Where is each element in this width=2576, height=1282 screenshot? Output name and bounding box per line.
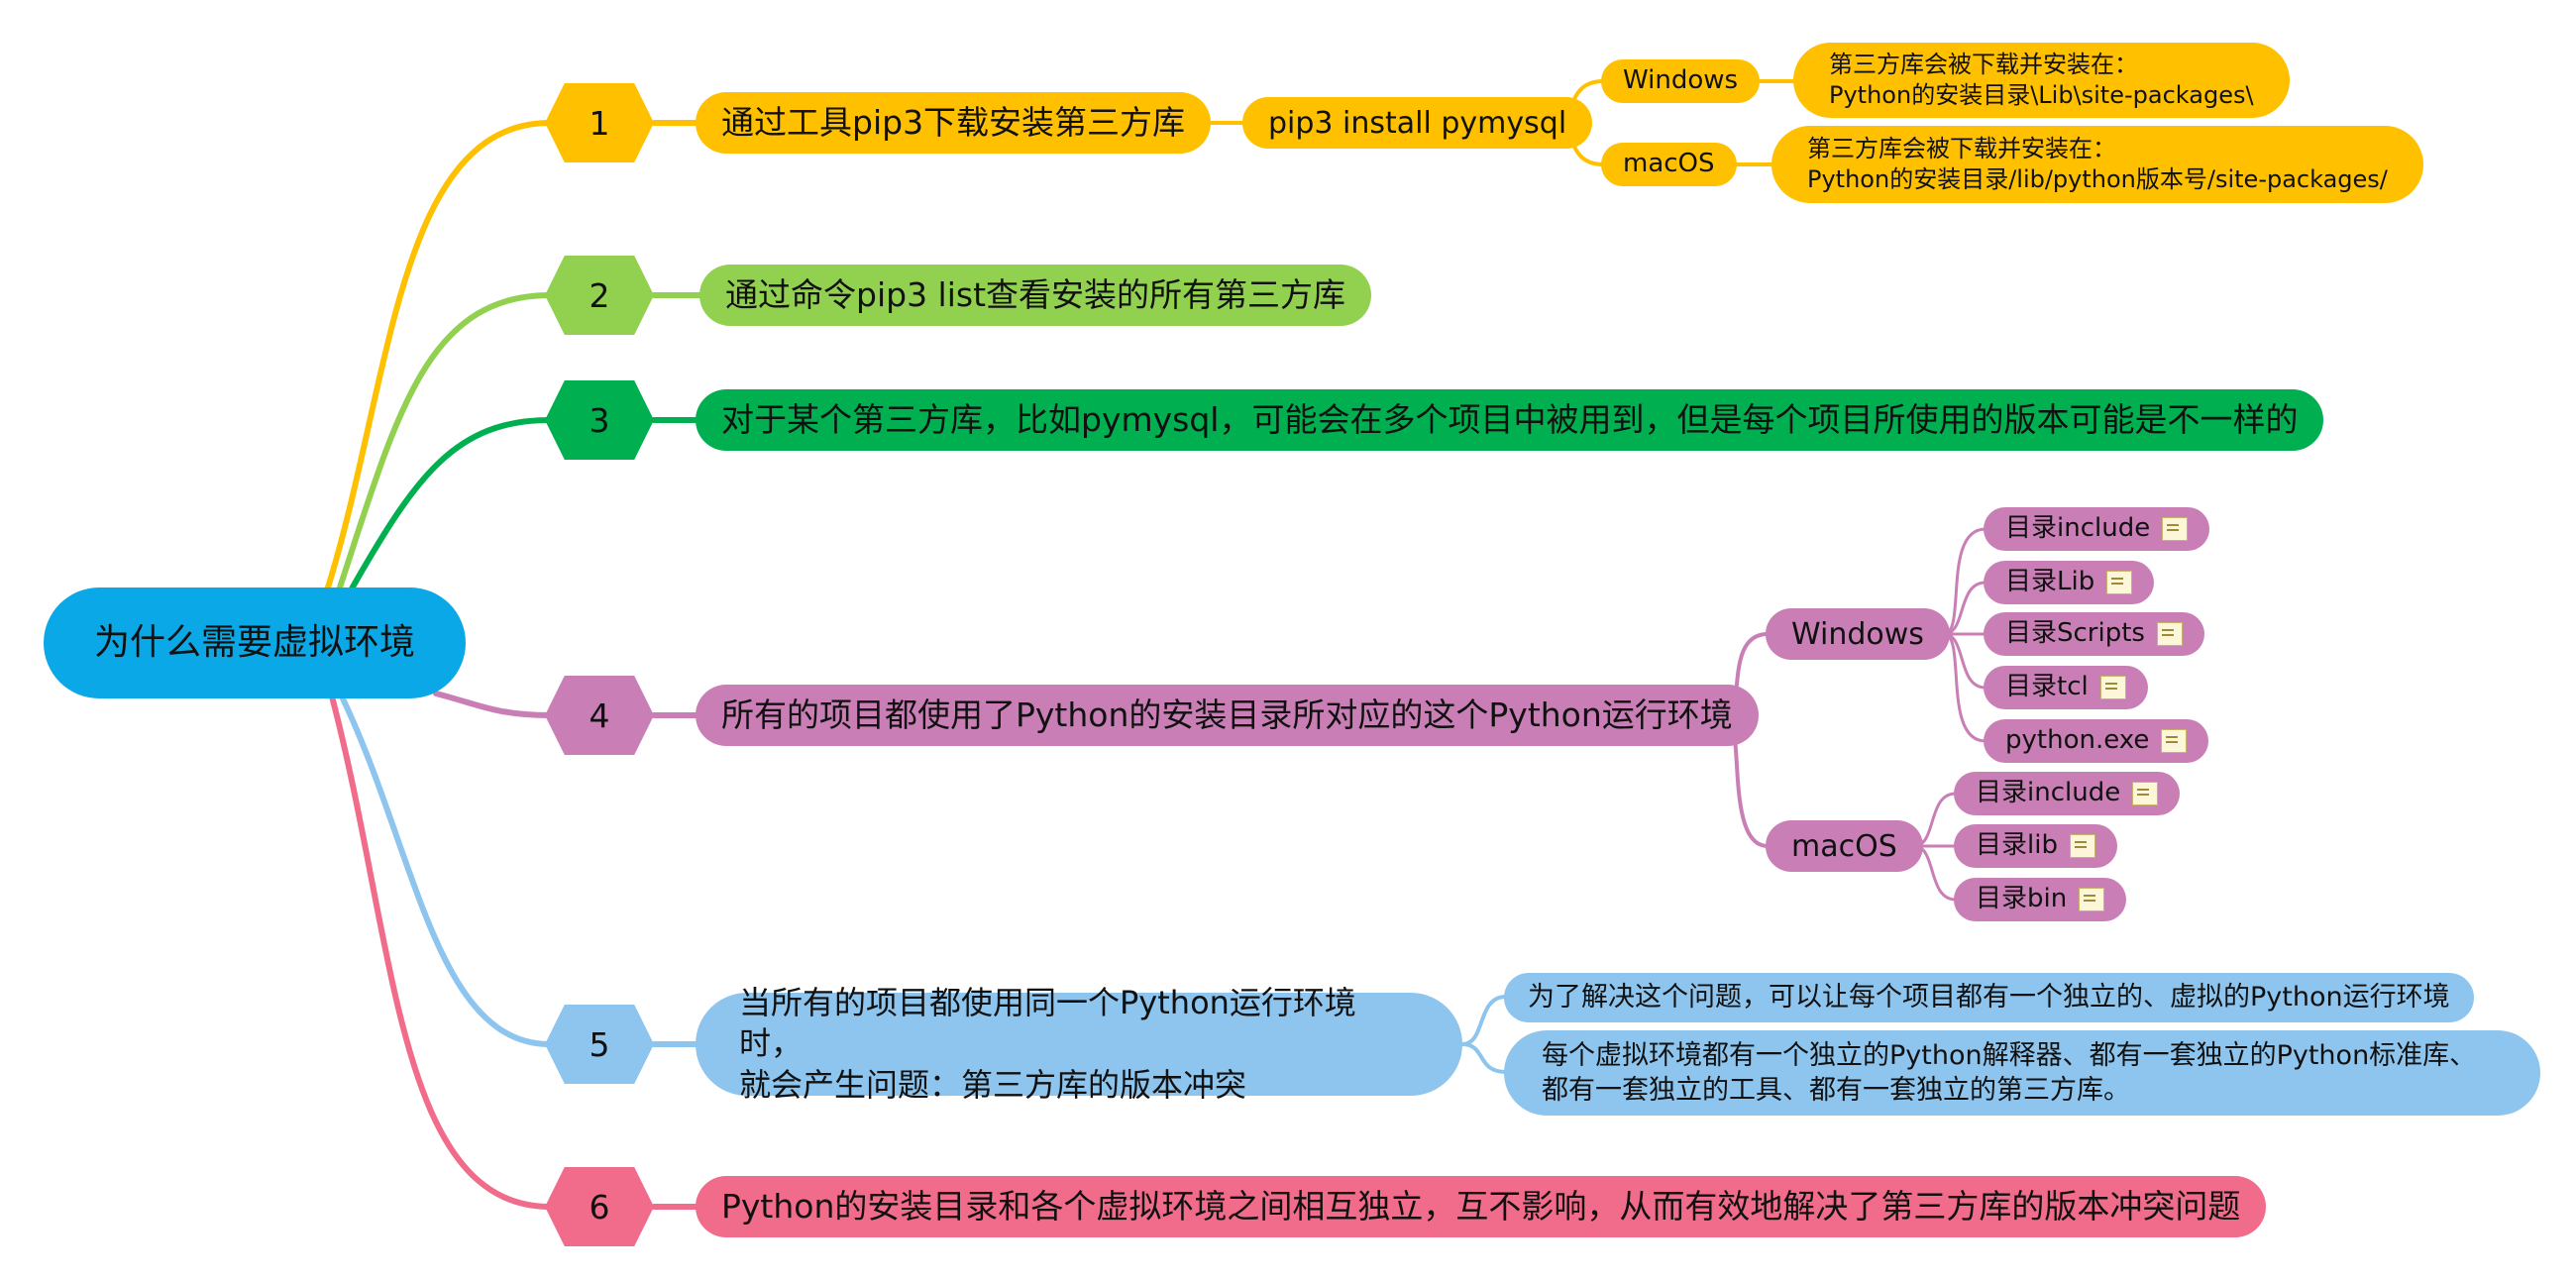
branch-4-os-windows[interactable]: Windows [1766,608,1950,660]
branch-3-number[interactable]: 3 [545,380,654,460]
branch-6-topic[interactable]: Python的安装目录和各个虚拟环境之间相互独立，互不影响，从而有效地解决了第三… [696,1176,2267,1237]
branch-6-number-text: 6 [589,1187,610,1227]
windows-item-tcl[interactable]: 目录tcl [1984,666,2148,709]
windows-item-scripts-label: 目录Scripts [2005,618,2145,649]
branch-2-number-text: 2 [589,275,610,315]
note-icon[interactable] [2106,571,2133,594]
branch-1-command-label: pip3 install pymysql [1268,105,1567,141]
windows-item-lib[interactable]: 目录Lib [1984,561,2155,604]
branch-5-topic-line1: 当所有的项目都使用同一个Python运行环境时， [739,983,1356,1063]
windows-item-python-exe[interactable]: python.exe [1984,719,2209,763]
macos-item-lib-label: 目录lib [1976,830,2058,861]
branch-1-windows-detail[interactable]: 第三方库会被下载并安装在： Python的安装目录\Lib\site-packa… [1793,43,2290,118]
branch-1-topic-label: 通过工具pip3下载安装第三方库 [721,102,1186,142]
branch-5-child-2-line1: 每个虚拟环境都有一个独立的Python解释器、都有一套独立的Python标准库、 [1542,1039,2477,1071]
note-icon[interactable] [2069,834,2095,858]
note-icon[interactable] [2161,729,2188,753]
windows-item-include-label: 目录include [2005,513,2151,544]
link-root-1 [324,120,553,593]
branch-6-topic-label: Python的安装目录和各个虚拟环境之间相互独立，互不影响，从而有效地解决了第三… [721,1186,2241,1226]
branch-1-macos-detail-line2: Python的安装目录/lib/python版本号/site-packages/ [1807,165,2388,193]
branch-5-topic[interactable]: 当所有的项目都使用同一个Python运行环境时， 就会产生问题：第三方库的版本冲… [696,984,1462,1104]
branch-6-number[interactable]: 6 [545,1167,654,1246]
branch-1-number[interactable]: 1 [545,83,654,162]
windows-item-python-exe-label: python.exe [2005,725,2150,756]
note-icon[interactable] [2132,782,2159,805]
windows-item-tcl-label: 目录tcl [2005,672,2089,702]
link-root-2 [336,292,553,593]
link-root-6 [329,694,553,1210]
branch-3-topic-label: 对于某个第三方库，比如pymysql，可能会在多个项目中被用到，但是每个项目所使… [721,399,2299,439]
branch-5-child-1-label: 为了解决这个问题，可以让每个项目都有一个独立的、虚拟的Python运行环境 [1528,982,2450,1014]
windows-item-scripts[interactable]: 目录Scripts [1984,612,2204,656]
windows-item-include[interactable]: 目录include [1984,507,2210,551]
note-icon[interactable] [2079,888,2105,911]
link-root-4 [433,691,553,718]
root-topic-label: 为什么需要虚拟环境 [93,621,415,663]
branch-5-child-2[interactable]: 每个虚拟环境都有一个独立的Python解释器、都有一套独立的Python标准库、… [1504,1030,2540,1116]
branch-1-command[interactable]: pip3 install pymysql [1242,97,1593,149]
branch-1-os-windows-label: Windows [1623,65,1739,96]
note-icon[interactable] [2156,622,2183,646]
macos-item-include[interactable]: 目录include [1954,772,2181,815]
windows-item-lib-label: 目录Lib [2005,567,2095,597]
branch-1-os-windows[interactable]: Windows [1601,59,1761,103]
link-root-5 [339,694,553,1047]
note-icon[interactable] [2099,676,2126,699]
link-root-3 [348,417,553,593]
macos-item-include-label: 目录include [1976,778,2121,808]
branch-5-topic-line2: 就会产生问题：第三方库的版本冲突 [739,1065,1247,1104]
note-icon[interactable] [2162,517,2189,541]
branch-1-number-text: 1 [589,103,610,143]
branch-4-topic-label: 所有的项目都使用了Python的安装目录所对应的这个Python运行环境 [721,694,1733,734]
branch-3-topic[interactable]: 对于某个第三方库，比如pymysql，可能会在多个项目中被用到，但是每个项目所使… [696,389,2324,451]
branch-5-number[interactable]: 5 [545,1005,654,1084]
branch-5-number-text: 5 [589,1024,610,1064]
branch-5-child-1[interactable]: 为了解决这个问题，可以让每个项目都有一个独立的、虚拟的Python运行环境 [1504,973,2474,1022]
branch-4-os-macos[interactable]: macOS [1766,820,1923,872]
branch-1-macos-detail-line1: 第三方库会被下载并安装在： [1807,134,2116,162]
macos-item-bin[interactable]: 目录bin [1954,878,2127,921]
branch-4-os-macos-label: macOS [1791,828,1897,864]
branch-2-topic-label: 通过命令pip3 list查看安装的所有第三方库 [725,274,1346,314]
branch-5-child-2-line2: 都有一套独立的工具、都有一套独立的第三方库。 [1542,1075,2130,1106]
branch-2-topic[interactable]: 通过命令pip3 list查看安装的所有第三方库 [699,265,1372,326]
branch-1-macos-detail[interactable]: 第三方库会被下载并安装在： Python的安装目录/lib/python版本号/… [1771,126,2423,203]
branch-1-windows-detail-line1: 第三方库会被下载并安装在： [1829,50,2138,78]
branch-4-number-text: 4 [589,695,610,735]
root-topic[interactable]: 为什么需要虚拟环境 [44,588,466,698]
macos-item-lib[interactable]: 目录lib [1954,824,2117,868]
branch-4-topic[interactable]: 所有的项目都使用了Python的安装目录所对应的这个Python运行环境 [696,685,1759,746]
branch-1-os-macos-label: macOS [1623,149,1715,179]
macos-item-bin-label: 目录bin [1976,884,2068,914]
branch-1-topic[interactable]: 通过工具pip3下载安装第三方库 [696,92,1212,154]
branch-4-os-windows-label: Windows [1791,616,1924,652]
branch-1-os-macos[interactable]: macOS [1601,143,1737,186]
branch-3-number-text: 3 [589,400,610,440]
branch-4-number[interactable]: 4 [545,676,654,755]
branch-1-windows-detail-line2: Python的安装目录\Lib\site-packages\ [1829,81,2254,109]
branch-2-number[interactable]: 2 [545,256,654,335]
